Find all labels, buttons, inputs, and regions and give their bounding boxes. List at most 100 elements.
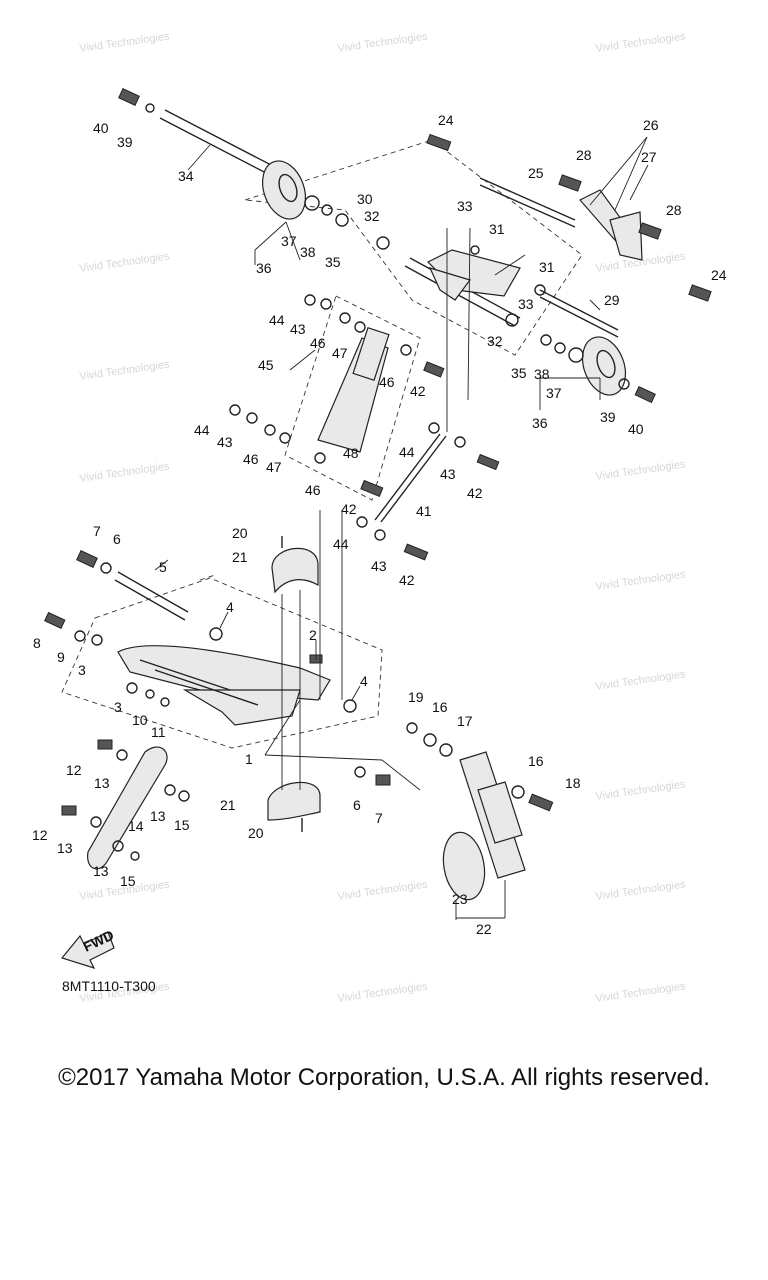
callout-number: 31	[489, 221, 505, 237]
watermark: Vivid Technologies	[337, 980, 429, 1005]
callout-number: 21	[232, 549, 248, 565]
callout-number: 5	[159, 559, 167, 575]
callout-number: 3	[114, 699, 122, 715]
callout-number: 30	[357, 191, 373, 207]
callout-number: 28	[576, 147, 592, 163]
callout-number: 47	[332, 345, 348, 361]
callout-number: 35	[511, 365, 527, 381]
rear-arm-outline	[244, 139, 583, 356]
callout-number: 20	[248, 825, 264, 841]
link-rod-41	[356, 422, 500, 561]
callout-number: 37	[281, 233, 297, 249]
callout-number: 33	[518, 296, 534, 312]
callout-number: 33	[457, 198, 473, 214]
callout-number: 3	[78, 662, 86, 678]
watermark-layer: Vivid Technologies Vivid Technologies Vi…	[79, 30, 687, 1005]
watermark: Vivid Technologies	[595, 458, 687, 483]
callout-number: 13	[57, 840, 73, 856]
callout-number: 46	[310, 335, 326, 351]
callout-number: 14	[128, 818, 144, 834]
callout-number: 42	[410, 383, 426, 399]
callout-number: 12	[66, 762, 82, 778]
callout-number: 42	[341, 501, 357, 517]
callout-number: 16	[432, 699, 448, 715]
callout-number: 7	[93, 523, 101, 539]
shaft-25-29	[479, 177, 619, 338]
callout-number: 17	[457, 713, 473, 729]
callout-number: 32	[364, 208, 380, 224]
callout-layer: 1 2 3 3 4 4 5 6 6 7 7 8 9 10 11 12 12 13…	[32, 112, 727, 937]
front-arm-outline	[61, 577, 383, 749]
callout-number: 26	[643, 117, 659, 133]
callout-number: 40	[93, 120, 109, 136]
callout-number: 34	[178, 168, 194, 184]
callout-number: 46	[379, 374, 395, 390]
bracket-14	[61, 739, 190, 870]
watermark: Vivid Technologies	[595, 30, 687, 55]
callout-number: 21	[220, 797, 236, 813]
callout-number: 8	[33, 635, 41, 651]
copyright-notice: ©2017 Yamaha Motor Corporation, U.S.A. A…	[58, 1064, 710, 1091]
callout-number: 15	[120, 873, 136, 889]
callout-number: 4	[226, 599, 234, 615]
callout-number: 45	[258, 357, 274, 373]
callout-number: 16	[528, 753, 544, 769]
callout-number: 48	[343, 445, 359, 461]
callout-number: 7	[375, 810, 383, 826]
callout-number: 24	[711, 267, 727, 283]
callout-number: 47	[266, 459, 282, 475]
fwd-arrow-icon: FWD	[60, 927, 116, 969]
watermark: Vivid Technologies	[595, 778, 687, 803]
callout-number: 25	[528, 165, 544, 181]
callout-number: 38	[534, 366, 550, 382]
callout-number: 46	[243, 451, 259, 467]
callout-number: 15	[174, 817, 190, 833]
callout-number: 43	[371, 558, 387, 574]
callout-number: 35	[325, 254, 341, 270]
callout-number: 6	[353, 797, 361, 813]
callout-number: 18	[565, 775, 581, 791]
idler-wheel-lower	[540, 334, 656, 404]
callout-number: 43	[440, 466, 456, 482]
watermark: Vivid Technologies	[337, 30, 429, 55]
callout-number: 20	[232, 525, 248, 541]
callout-number: 11	[151, 724, 166, 740]
callout-number: 6	[113, 531, 121, 547]
callout-number: 23	[452, 891, 468, 907]
watermark: Vivid Technologies	[79, 30, 171, 55]
callout-number: 10	[132, 712, 148, 728]
watermark: Vivid Technologies	[595, 668, 687, 693]
bumper-21	[267, 536, 321, 832]
upper-shock-48	[229, 294, 445, 498]
callout-number: 44	[194, 422, 210, 438]
callout-number: 4	[360, 673, 368, 689]
callout-number: 9	[57, 649, 65, 665]
callout-number: 44	[399, 444, 415, 460]
callout-number: 42	[467, 485, 483, 501]
watermark: Vivid Technologies	[79, 460, 171, 485]
callout-number: 32	[487, 333, 503, 349]
callout-number: 31	[539, 259, 555, 275]
callout-number: 19	[408, 689, 424, 705]
diagram-code: 8MT1110-T300	[62, 978, 156, 994]
callout-number: 29	[604, 292, 620, 308]
callout-number: 43	[290, 321, 306, 337]
callout-number: 22	[476, 921, 492, 937]
callout-number: 36	[256, 260, 272, 276]
callout-number: 13	[93, 863, 109, 879]
callout-number: 1	[245, 751, 253, 767]
callout-number: 43	[217, 434, 233, 450]
watermark: Vivid Technologies	[79, 250, 171, 275]
callout-number: 38	[300, 244, 316, 260]
watermark: Vivid Technologies	[595, 980, 687, 1005]
rear-shock-22	[354, 722, 554, 901]
callout-number: 27	[641, 149, 657, 165]
callout-number: 46	[305, 482, 321, 498]
callout-number: 28	[666, 202, 682, 218]
callout-number: 2	[309, 627, 317, 643]
callout-number: 13	[94, 775, 110, 791]
idler-wheel-upper	[261, 160, 349, 227]
callout-number: 13	[150, 808, 166, 824]
rear-arm-30	[376, 236, 546, 327]
leader-lines	[154, 136, 649, 920]
